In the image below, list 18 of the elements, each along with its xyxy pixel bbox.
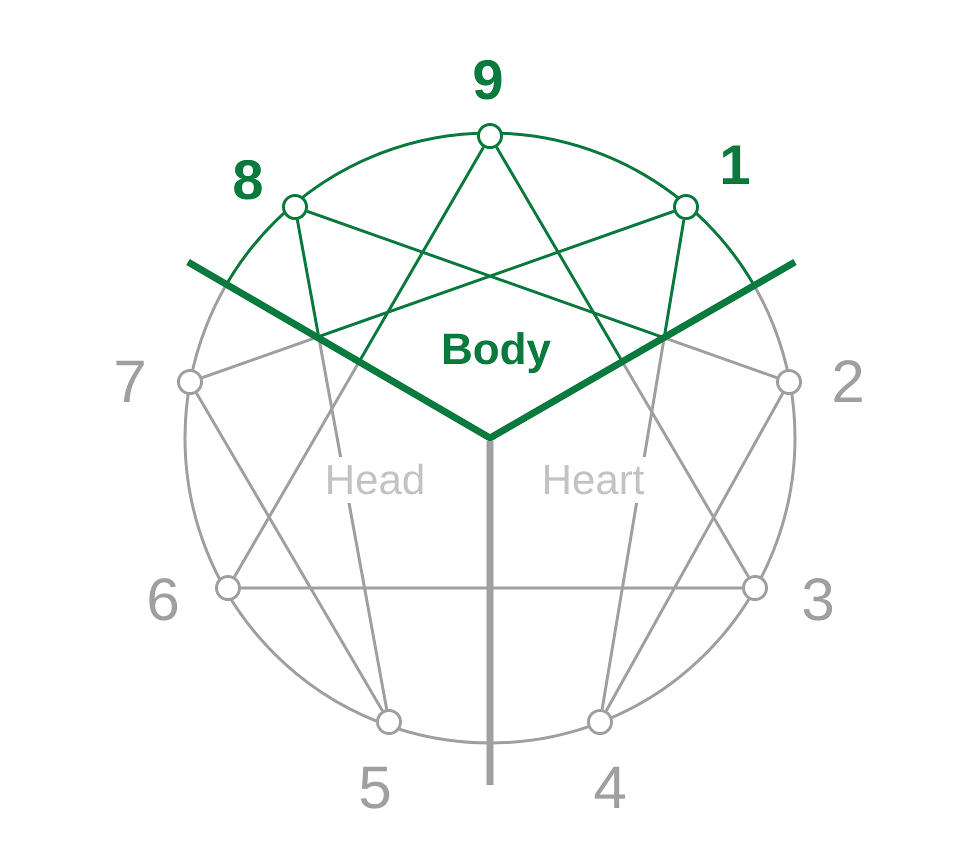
point-number: 9 (472, 52, 504, 108)
point-number: 4 (593, 758, 627, 818)
connector-line (241, 586, 742, 590)
connector-line (202, 210, 674, 380)
connector-line (195, 392, 384, 712)
connector-line (296, 220, 388, 710)
point-number: 2 (831, 352, 865, 412)
point-number: 7 (113, 352, 147, 412)
connector-line (605, 392, 784, 712)
connector-line (495, 146, 750, 578)
connector-line (233, 146, 485, 578)
point-number: 1 (719, 137, 751, 193)
point-number: 3 (801, 570, 835, 630)
point-number: 8 (232, 152, 264, 208)
point-number: 5 (358, 758, 392, 818)
connector-line (600, 220, 686, 710)
connector-line (306, 210, 778, 380)
point-number: 6 (146, 570, 180, 630)
